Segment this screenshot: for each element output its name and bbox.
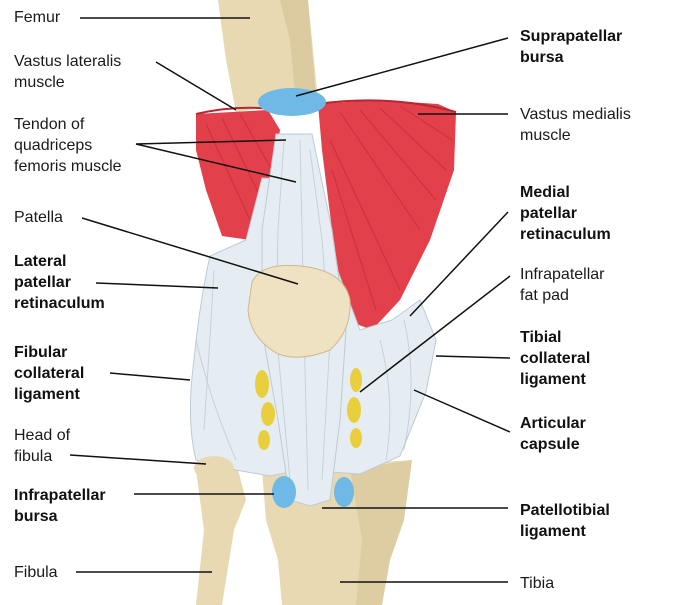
fibula-shape — [196, 462, 246, 605]
fibula-head-shape — [194, 456, 234, 480]
femur-shaft — [218, 0, 318, 112]
vastus-medialis-shape — [318, 100, 456, 330]
label-tibial-collateral-ligament: Tibial collateral ligament — [520, 329, 591, 388]
muscle-fibres — [205, 105, 453, 311]
infrapatellar-bursa-shape-left — [272, 476, 296, 508]
label-patella: Patella — [14, 209, 63, 226]
label-fibula: Fibula — [14, 564, 58, 581]
label-articular-capsule: Articular capsule — [520, 415, 586, 453]
label-quadriceps-tendon: Tendon of quadriceps femoris muscle — [14, 116, 122, 175]
infrapatellar-bursa-shape-right — [334, 477, 354, 507]
label-infrapatellar-bursa: Infrapatellar bursa — [14, 487, 106, 525]
label-vastus-lateralis: Vastus lateralis muscle — [14, 53, 122, 91]
label-femur: Femur — [14, 9, 61, 26]
label-patellotibial-ligament: Patellotibial ligament — [520, 502, 610, 540]
fat-pad-shape — [255, 368, 362, 450]
label-head-of-fibula: Head of fibula — [14, 427, 71, 465]
label-suprapatellar-bursa: Suprapatellar bursa — [520, 28, 623, 66]
tibia-shading — [350, 460, 412, 605]
label-tibia: Tibia — [520, 575, 555, 592]
femur-shading — [280, 0, 316, 104]
patella-shape — [247, 264, 351, 358]
suprapatellar-bursa-shape — [258, 88, 326, 116]
label-medial-patellar-retinaculum: Medial patellar retinaculum — [520, 184, 611, 243]
leader-lines — [69, 17, 511, 583]
label-lateral-patellar-retinaculum: Lateral patellar retinaculum — [14, 253, 105, 312]
label-fibular-collateral-ligament: Fibular collateral ligament — [14, 344, 85, 403]
label-vastus-medialis: Vastus medialis muscle — [520, 106, 631, 144]
label-infrapatellar-fat-pad: Infrapatellar fat pad — [520, 266, 605, 304]
